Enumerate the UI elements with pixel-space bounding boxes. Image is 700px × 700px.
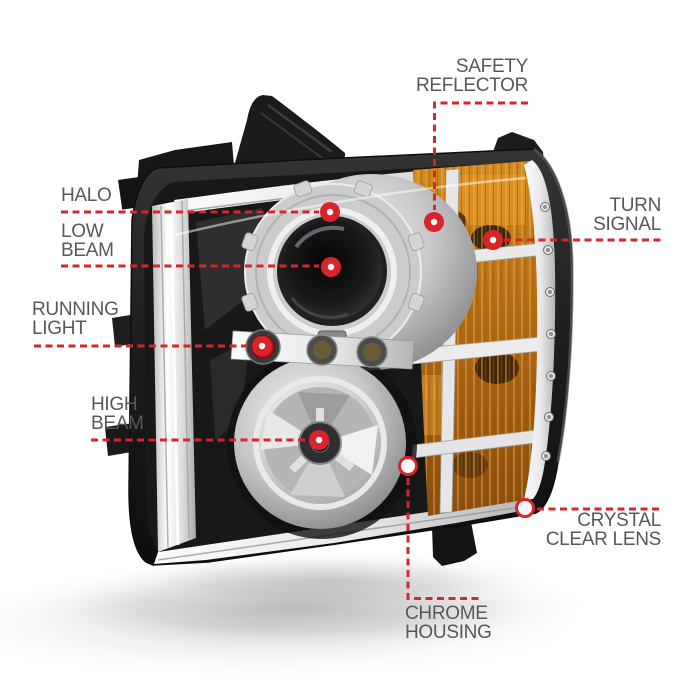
callout-text: SIGNAL — [593, 213, 661, 235]
callout-marker-high-beam — [309, 430, 329, 450]
callout-label-low-beam: LOW BEAM — [61, 221, 114, 261]
callout-text: SAFETY — [455, 56, 528, 77]
callout-text: LIGHT — [32, 317, 87, 339]
trim-rivet — [540, 202, 550, 212]
center-light-bar — [230, 329, 415, 370]
callout-text: BEAM — [91, 412, 144, 434]
halo-ring-high-beam — [253, 376, 387, 510]
callout-marker-running-light — [252, 336, 272, 356]
housing-right-rim-highlight — [533, 147, 574, 463]
callout-marker-crystal-clear-lens — [515, 498, 535, 518]
trim-rivet — [544, 412, 554, 422]
tab-ridge — [260, 112, 323, 159]
callout-marker-low-beam — [321, 257, 341, 277]
trim-rivets — [540, 202, 556, 461]
callout-text: RUNNING — [32, 299, 119, 320]
callout-lines — [34, 101, 663, 600]
trim-rivet — [546, 371, 556, 381]
callout-text: TURN — [609, 195, 661, 216]
callout-marker-halo — [320, 202, 340, 222]
tab-ridge — [267, 103, 333, 154]
callout-line-safety-reflector — [433, 101, 528, 210]
callout-marker-turn-signal — [483, 230, 503, 250]
callout-label-chrome-housing: CHROME HOUSING — [405, 603, 492, 643]
callout-text: HOUSING — [405, 621, 492, 643]
lens-highlight — [290, 297, 349, 319]
accessory-light — [356, 336, 388, 368]
callout-label-running-light: RUNNING LIGHT — [32, 299, 119, 339]
trim-rivet — [546, 329, 556, 339]
callout-label-safety-reflector: SAFETY REFLECTOR — [415, 56, 528, 96]
callout-text: CRYSTAL — [577, 510, 661, 531]
callout-marker-safety-reflector — [424, 212, 444, 232]
callout-text: BEAM — [61, 239, 114, 261]
trim-rivet — [541, 451, 551, 461]
callout-text: CHROME — [405, 603, 488, 624]
callout-line-chrome-housing — [406, 478, 479, 600]
callout-label-high-beam: HIGH BEAM — [91, 394, 144, 434]
callout-marker-chrome-housing — [398, 456, 418, 476]
trim-rivet — [543, 245, 553, 255]
trim-rivet — [545, 287, 555, 297]
side-marker-strip — [152, 199, 196, 552]
drop-shadow — [0, 550, 600, 680]
callout-label-crystal-clear-lens: CRYSTAL CLEAR LENS — [545, 510, 662, 550]
lens-highlight — [294, 225, 345, 249]
callout-text: LOW — [61, 221, 104, 242]
callout-text: REFLECTOR — [415, 74, 528, 96]
accessory-light — [306, 334, 338, 366]
glass-sheen — [174, 176, 527, 237]
callout-label-halo: HALO — [61, 185, 112, 206]
callout-text: CLEAR LENS — [545, 528, 662, 550]
callout-text: HALO — [61, 185, 112, 206]
callout-label-turn-signal: TURN SIGNAL — [593, 195, 661, 235]
callout-text: HIGH — [91, 394, 138, 415]
mounting-tab-bottom — [432, 522, 477, 566]
